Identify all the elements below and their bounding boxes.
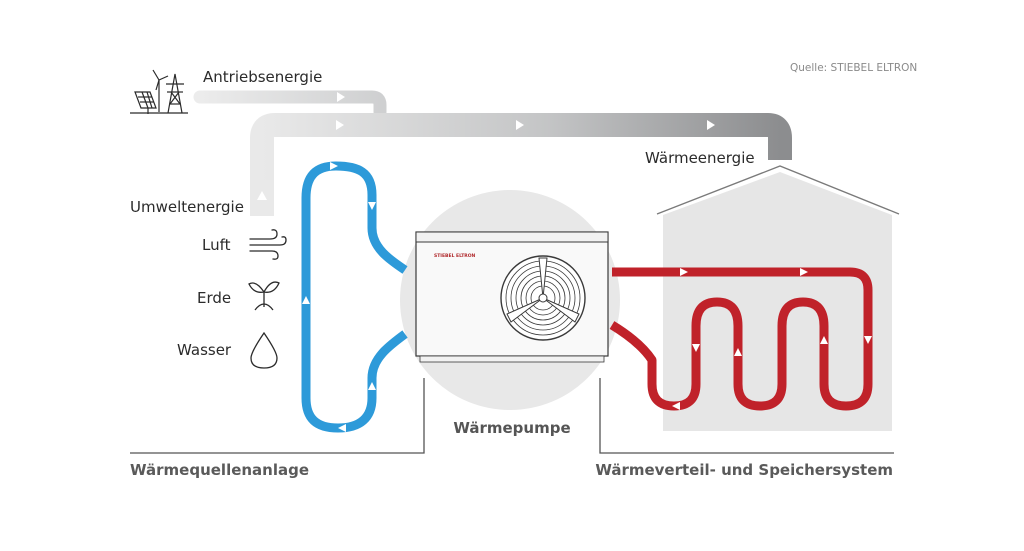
cold-loop xyxy=(301,161,408,433)
cold-loop-arrow xyxy=(338,424,346,432)
hot-loop-arrow xyxy=(680,268,688,276)
water-label: Wasser xyxy=(177,341,232,359)
source-label: Quelle: STIEBEL ELTRON xyxy=(790,62,917,74)
cold-loop-arrow xyxy=(368,202,376,210)
band-arrow xyxy=(257,191,267,200)
hot-loop-arrow xyxy=(820,336,828,344)
sprout-icon xyxy=(248,281,280,311)
energy-band xyxy=(193,90,792,216)
hot-loop-arrow xyxy=(672,402,680,410)
environment-energy-label: Umweltenergie xyxy=(130,198,244,216)
hot-loop-arrow xyxy=(800,268,808,276)
bracket-lines xyxy=(130,378,894,454)
water-drop-icon xyxy=(250,331,278,369)
fan-icon xyxy=(500,255,586,341)
hot-loop-arrow xyxy=(692,344,700,352)
earth-label: Erde xyxy=(197,289,231,307)
drive-energy-label: Antriebsenergie xyxy=(203,68,322,86)
heat-source-system-label: Wärmequellenanlage xyxy=(130,461,309,479)
hot-loop xyxy=(609,267,873,411)
cold-loop-arrow xyxy=(302,296,310,304)
distribution-system-label: Wärmeverteil- und Speichersystem xyxy=(595,461,893,479)
power-pylon-icon xyxy=(166,73,184,114)
cold-loop-arrow xyxy=(368,382,376,390)
heat-pump-label: Wärmepumpe xyxy=(453,419,570,437)
band-arrow xyxy=(337,92,345,102)
band-arrow xyxy=(516,120,524,130)
band-arrow xyxy=(707,120,715,130)
hot-loop-arrow xyxy=(864,336,872,344)
wind-icon xyxy=(249,229,287,260)
hot-loop-arrow xyxy=(734,348,742,356)
air-label: Luft xyxy=(202,236,231,254)
heat-energy-label: Wärmeenergie xyxy=(645,149,755,167)
house xyxy=(656,165,900,431)
cold-loop-arrow xyxy=(330,162,338,170)
heat-pump-unit: STIEBEL ELTRON xyxy=(415,231,609,363)
band-arrow xyxy=(336,120,344,130)
brand-label: STIEBEL ELTRON xyxy=(434,253,476,259)
solar-panel-icon xyxy=(134,91,157,114)
wind-turbine-icon xyxy=(152,69,169,112)
